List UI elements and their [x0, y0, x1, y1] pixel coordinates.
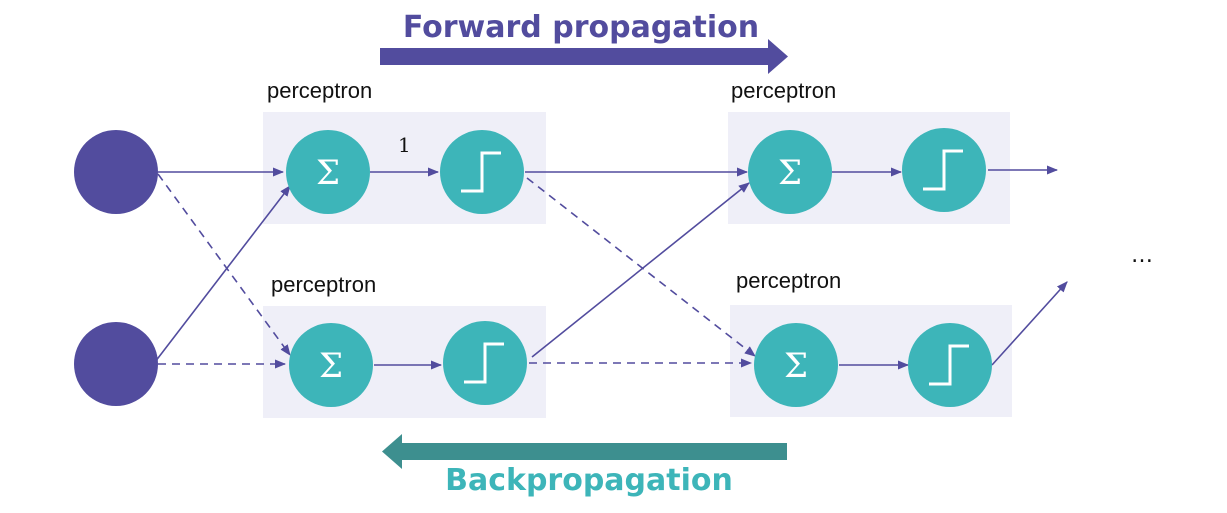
activation-node-2: [443, 321, 527, 405]
input-node-1: [74, 130, 158, 214]
edge-input1-sum2: [157, 173, 291, 356]
perceptron-label-3: perceptron: [731, 78, 836, 103]
edge-act2-sum3: [531, 182, 750, 358]
sigma-icon: Σ: [319, 346, 343, 386]
sum-node-2: Σ: [289, 323, 373, 407]
sigma-icon: Σ: [784, 346, 808, 386]
ellipsis: …: [1131, 243, 1153, 268]
sum-node-1: Σ: [286, 130, 370, 214]
edge-input2-sum1: [154, 185, 291, 363]
perceptron-label-1: perceptron: [267, 78, 372, 103]
perceptron-label-2: perceptron: [271, 272, 376, 297]
sum-node-3: Σ: [748, 130, 832, 214]
sigma-icon: Σ: [778, 153, 802, 193]
sum-node-4: Σ: [754, 323, 838, 407]
forward-propagation-title: Forward propagation: [403, 10, 759, 45]
activation-node-4: [908, 323, 992, 407]
step-function-icon: [923, 149, 963, 191]
step-function-icon: [461, 151, 501, 193]
edge-act4-output: [991, 281, 1068, 366]
backward-arrow: [382, 434, 787, 469]
input-node-2: [74, 322, 158, 406]
backpropagation-title: Backpropagation: [445, 463, 733, 498]
activation-node-1: [440, 130, 524, 214]
activation-node-3: [902, 128, 986, 212]
sigma-icon: Σ: [316, 153, 340, 193]
edge-act1-sum4: [526, 177, 756, 357]
perceptron-label-4: perceptron: [736, 268, 841, 293]
step-function-icon: [464, 342, 504, 384]
weight-label: 1: [398, 133, 411, 157]
step-function-icon: [929, 344, 969, 386]
forward-arrow: [380, 39, 788, 74]
